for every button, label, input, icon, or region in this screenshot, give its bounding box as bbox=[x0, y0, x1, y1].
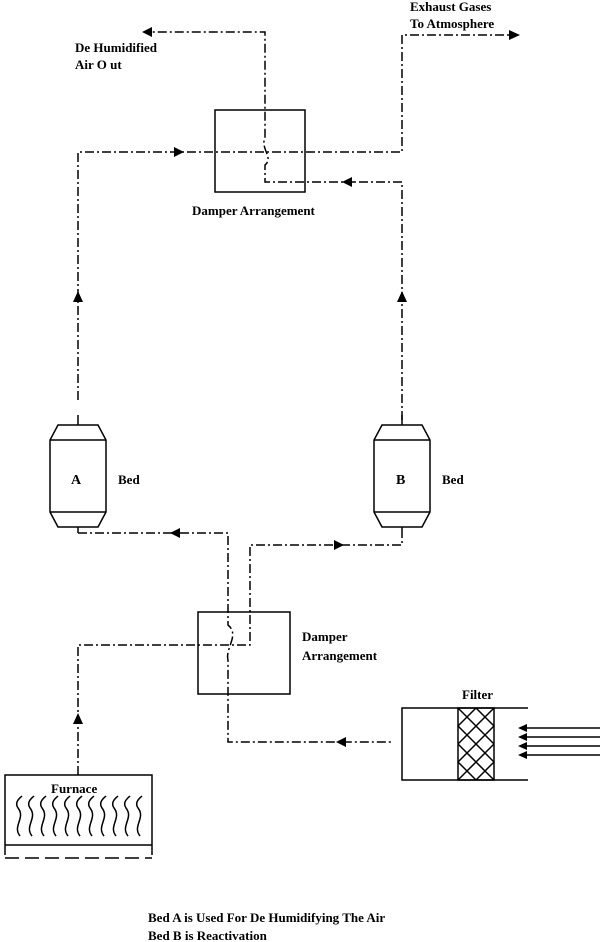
right-riser-path bbox=[355, 181, 403, 420]
top-damper-label: Damper Arrangement bbox=[192, 203, 316, 218]
bed-a-label: Bed bbox=[118, 472, 140, 487]
bed-b-inlet-arrowhead bbox=[334, 540, 344, 550]
furnace-to-bed-b-path bbox=[77, 533, 403, 775]
filter-inlet-arrowhead bbox=[336, 737, 346, 747]
note-line-2: Bed B is Reactivation bbox=[148, 928, 268, 942]
note-line-1: Bed A is Used For De Humidifying The Air bbox=[148, 910, 385, 925]
exhaust-arrowhead bbox=[509, 30, 520, 40]
dehumidified-label-2: Air O ut bbox=[75, 57, 122, 72]
filter-label: Filter bbox=[462, 687, 493, 702]
bottom-damper-box bbox=[197, 611, 291, 695]
air-intake-arrows bbox=[518, 724, 600, 759]
dehumidified-out-arrowhead bbox=[142, 27, 152, 37]
top-damper-box bbox=[214, 109, 306, 193]
left-riser-arrowhead bbox=[73, 291, 83, 302]
bed-b-label: Bed bbox=[442, 472, 464, 487]
furnace-unit bbox=[4, 774, 153, 859]
left-riser-arrowhead-top bbox=[174, 147, 184, 157]
exhaust-label-2: To Atmosphere bbox=[410, 16, 494, 31]
furnace-label: Furnace bbox=[51, 781, 97, 796]
dehumidified-label-1: De Humidified bbox=[75, 40, 158, 55]
dehumidified-air-path bbox=[150, 31, 355, 183]
bed-a-letter: A bbox=[71, 473, 82, 488]
bed-a-outlet-path bbox=[78, 532, 392, 743]
return-arrowhead-top-right bbox=[342, 177, 352, 187]
furnace-riser-arrowhead bbox=[73, 713, 83, 724]
filter-unit bbox=[401, 707, 528, 781]
bed-a-outlet-arrowhead bbox=[170, 528, 180, 538]
exhaust-path bbox=[77, 34, 512, 400]
bed-a bbox=[49, 415, 107, 533]
bottom-damper-label-1: Damper bbox=[302, 629, 348, 644]
bottom-damper-label-2: Arrangement bbox=[302, 648, 378, 663]
bed-b bbox=[373, 415, 431, 533]
exhaust-label-1: Exhaust Gases bbox=[410, 0, 491, 14]
bed-b-letter: B bbox=[396, 473, 405, 488]
right-riser-arrowhead bbox=[397, 291, 407, 302]
